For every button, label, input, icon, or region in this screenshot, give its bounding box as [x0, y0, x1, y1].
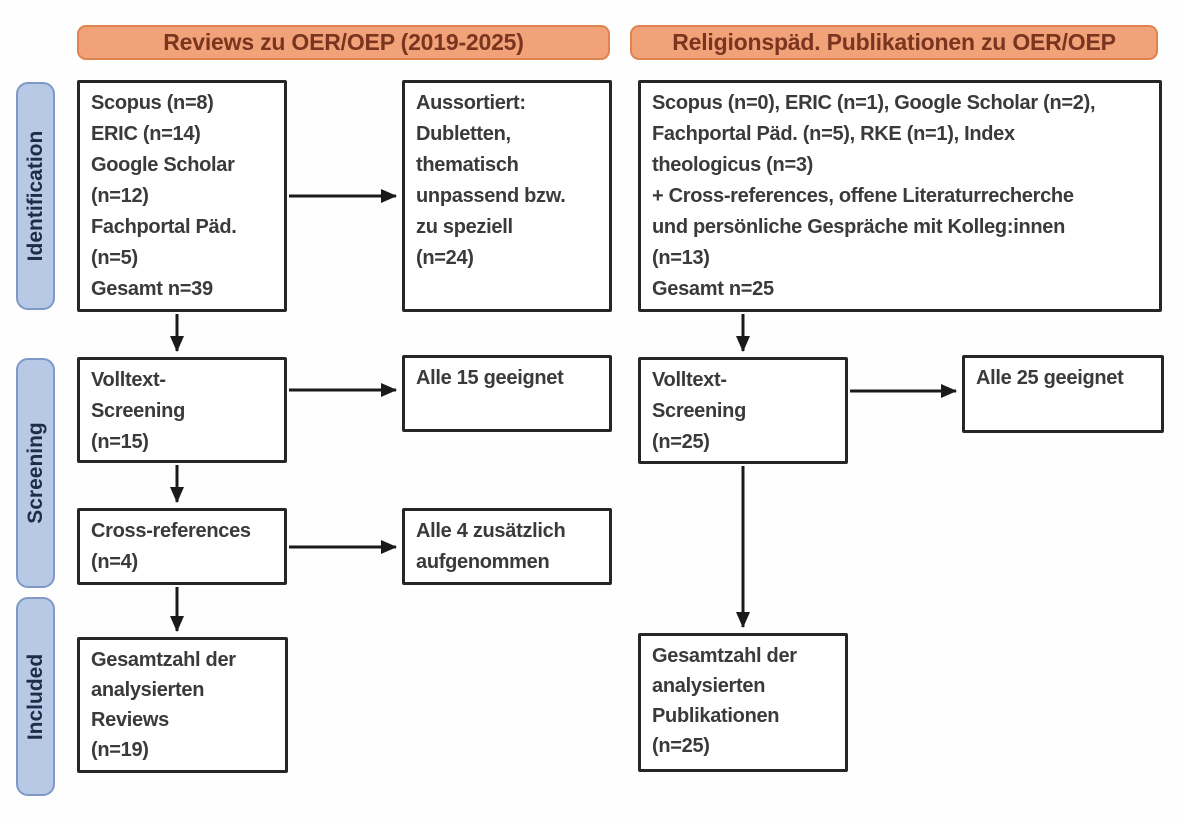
stage-identification-label: Identification	[23, 130, 47, 262]
column-header-reviews: Reviews zu OER/OEP (2019-2025)	[77, 25, 610, 60]
box-right-sources: Scopus (n=0), ERIC (n=1), Google Scholar…	[638, 80, 1162, 312]
box-left-fulltext-result: Alle 15 geeignet	[402, 355, 612, 432]
box-right-fulltext-screening: Volltext- Screening (n=25)	[638, 357, 848, 464]
box-left-crossref: Cross-references (n=4)	[77, 508, 287, 585]
box-right-fulltext-result: Alle 25 geeignet	[962, 355, 1164, 433]
box-right-included-total: Gesamtzahl der analysierten Publikatione…	[638, 633, 848, 772]
box-left-sources: Scopus (n=8) ERIC (n=14) Google Scholar …	[77, 80, 287, 312]
box-left-excluded: Aussortiert: Dubletten, thematisch unpas…	[402, 80, 612, 312]
column-header-religionspaed: Religionspäd. Publikationen zu OER/OEP	[630, 25, 1158, 60]
stage-identification: Identification	[16, 82, 55, 310]
box-left-fulltext-screening: Volltext- Screening (n=15)	[77, 357, 287, 463]
stage-screening: Screening	[16, 358, 55, 588]
stage-included-label: Included	[23, 653, 47, 740]
stage-included: Included	[16, 597, 55, 796]
stage-screening-label: Screening	[23, 422, 47, 524]
box-left-crossref-result: Alle 4 zusätzlich aufgenommen	[402, 508, 612, 585]
box-left-included-total: Gesamtzahl der analysierten Reviews (n=1…	[77, 637, 288, 773]
